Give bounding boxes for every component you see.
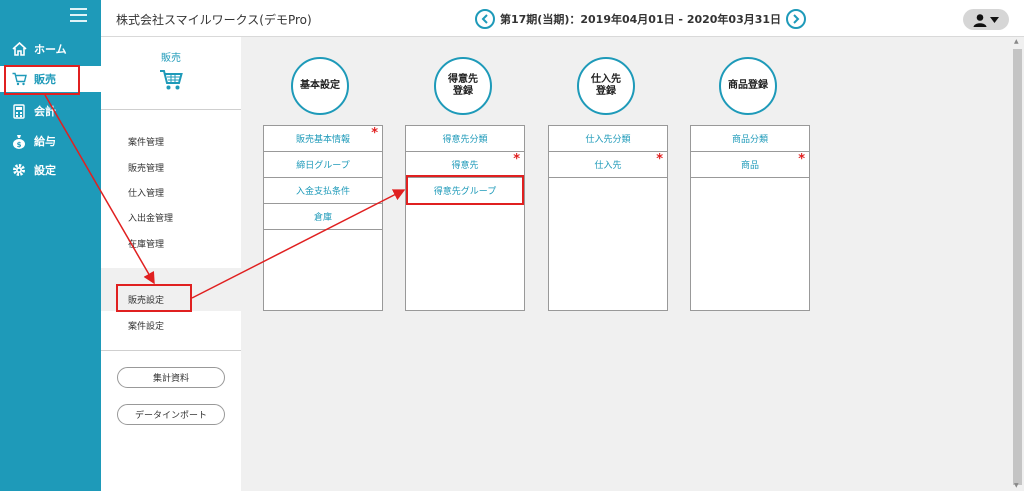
required-mark: * — [798, 152, 805, 167]
settings-link-sales-basic-info[interactable]: 販売基本情報 * — [264, 126, 382, 152]
nav-item-home[interactable]: ホーム — [0, 36, 101, 62]
submenu-link-purchases[interactable]: 仕入管理 — [128, 189, 165, 199]
nav-item-label: 設定 — [34, 164, 56, 177]
fiscal-period-selector: 第17期(当期)：2019年04月01日 - 2020年03月31日 — [475, 9, 807, 29]
submenu-header: 販売 — [101, 37, 241, 110]
scrollbar-thumb[interactable] — [1013, 49, 1022, 485]
home-icon — [11, 41, 27, 57]
column-header-supplier-registration: 仕入先登録 — [577, 57, 635, 115]
nav-item-label: ホーム — [34, 43, 67, 56]
submenu-title: 販売 — [161, 53, 181, 64]
column-title: 得意先登録 — [448, 74, 478, 97]
vertical-scrollbar[interactable]: ▲ ▼ — [1011, 37, 1024, 491]
nav-item-sales[interactable]: 販売 — [0, 66, 101, 92]
row-label: 入金支払条件 — [295, 187, 350, 197]
settings-link-product-category[interactable]: 商品分類 — [691, 126, 809, 152]
calculator-icon — [11, 103, 27, 119]
required-mark: * — [513, 152, 520, 167]
chevron-right-icon — [793, 14, 800, 24]
data-import-button[interactable]: データインポート — [117, 404, 225, 425]
nav-item-label: 会計 — [34, 105, 56, 118]
gear-icon — [11, 162, 27, 178]
settings-link-product[interactable]: 商品 * — [691, 152, 809, 178]
settings-link-payment-terms[interactable]: 入金支払条件 — [264, 178, 382, 204]
submenu-link-sales-settings[interactable]: 販売設定 — [128, 296, 165, 306]
settings-link-customer-category[interactable]: 得意先分類 — [406, 126, 524, 152]
settings-link-closing-group[interactable]: 締日グループ — [264, 152, 382, 178]
submenu-active-bg — [101, 285, 251, 311]
submenu-link-inventory[interactable]: 在庫管理 — [128, 240, 165, 250]
cart-icon — [159, 69, 183, 91]
required-mark: * — [371, 126, 378, 141]
money-bag-icon: $ — [11, 133, 27, 149]
submenu-link-cashflow[interactable]: 入出金管理 — [128, 214, 174, 224]
nav-item-label: 販売 — [34, 73, 56, 86]
fiscal-period-text: 第17期(当期)：2019年04月01日 - 2020年03月31日 — [500, 13, 782, 26]
submenu-link-sales[interactable]: 販売管理 — [128, 164, 165, 174]
chevron-left-icon — [481, 14, 488, 24]
next-period-button[interactable] — [786, 9, 807, 29]
settings-card-supplier: 仕入先分類 仕入先 * — [548, 125, 668, 311]
submenu-divider — [101, 350, 241, 351]
row-label: 商品分類 — [731, 135, 768, 145]
scroll-down-arrow-icon[interactable]: ▼ — [1014, 482, 1019, 489]
column-header-customer-registration: 得意先登録 — [434, 57, 492, 115]
settings-link-supplier[interactable]: 仕入先 * — [549, 152, 667, 178]
row-label: 得意先 — [451, 161, 479, 171]
company-name: 株式会社スマイルワークス(デモPro) — [116, 13, 312, 27]
settings-main: 基本設定 販売基本情報 * 締日グループ 入金支払条件 倉庫 得意先登録 得意先分… — [241, 37, 1011, 491]
column-header-basic-settings: 基本設定 — [291, 57, 349, 115]
settings-link-supplier-category[interactable]: 仕入先分類 — [549, 126, 667, 152]
nav-item-payroll[interactable]: $ 給与 — [0, 128, 101, 154]
svg-text:$: $ — [17, 141, 22, 149]
hamburger-menu-icon[interactable] — [70, 8, 87, 22]
top-header: 株式会社スマイルワークス(デモPro) 第17期(当期)：2019年04月01日… — [101, 0, 1024, 37]
row-label: 倉庫 — [313, 213, 332, 223]
summary-report-button[interactable]: 集計資料 — [117, 367, 225, 388]
nav-item-label: 給与 — [34, 135, 56, 148]
row-label: 締日グループ — [296, 161, 350, 171]
caret-down-icon — [990, 16, 999, 23]
column-header-product-registration: 商品登録 — [719, 57, 777, 115]
nav-item-settings[interactable]: 設定 — [0, 157, 101, 183]
row-label: 得意先分類 — [442, 135, 488, 145]
scroll-up-arrow-icon[interactable]: ▲ — [1014, 38, 1019, 45]
row-label: 販売基本情報 — [295, 135, 350, 145]
user-menu-button[interactable] — [963, 9, 1009, 30]
row-label: 仕入先分類 — [585, 135, 631, 145]
settings-link-customer-group[interactable]: 得意先グループ — [406, 178, 524, 204]
cart-icon — [11, 71, 27, 87]
row-label: 商品 — [740, 161, 759, 171]
required-mark: * — [656, 152, 663, 167]
column-title: 仕入先登録 — [591, 74, 621, 97]
row-label: 仕入先 — [594, 161, 622, 171]
user-icon — [973, 13, 987, 27]
sales-submenu: 販売 案件管理 販売管理 仕入管理 入出金管理 在庫管理 販売設定 案件設定 集… — [101, 37, 251, 491]
row-label: 得意先グループ — [433, 187, 497, 197]
settings-link-warehouse[interactable]: 倉庫 — [264, 204, 382, 230]
nav-item-accounting[interactable]: 会計 — [0, 98, 101, 124]
settings-card-product: 商品分類 商品 * — [690, 125, 810, 311]
column-title: 商品登録 — [728, 80, 768, 91]
settings-card-customer: 得意先分類 得意先 * 得意先グループ — [405, 125, 525, 311]
left-nav: ホーム 販売 会計 $ 給与 設定 — [0, 0, 101, 491]
submenu-link-projects[interactable]: 案件管理 — [128, 138, 165, 148]
column-title: 基本設定 — [300, 80, 340, 91]
previous-period-button[interactable] — [475, 9, 495, 29]
settings-link-customer[interactable]: 得意先 * — [406, 152, 524, 178]
settings-card-basic: 販売基本情報 * 締日グループ 入金支払条件 倉庫 — [263, 125, 383, 311]
submenu-link-project-settings[interactable]: 案件設定 — [128, 322, 165, 332]
